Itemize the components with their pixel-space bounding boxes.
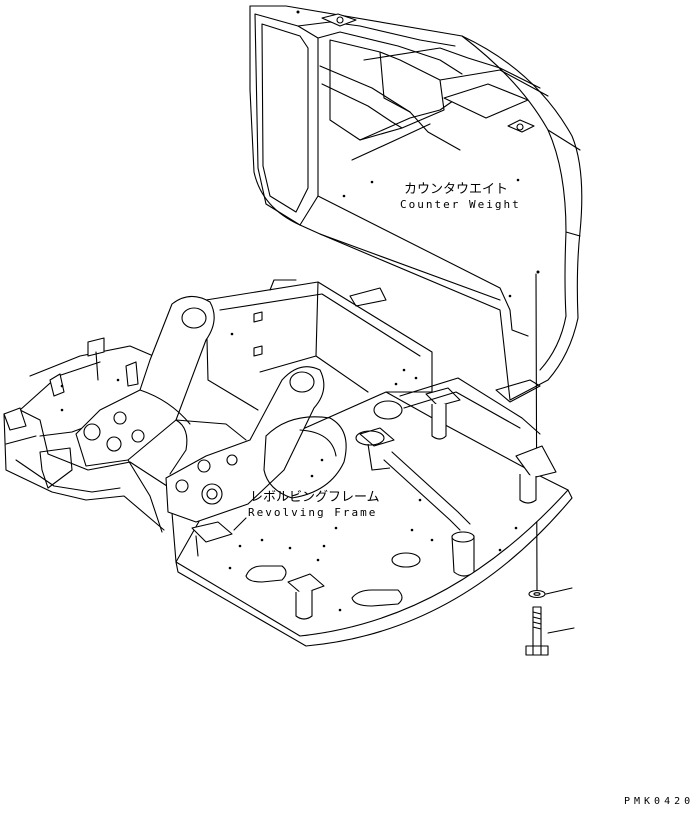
frame-label-jp: レボルビングフレーム <box>250 490 380 505</box>
support-post-6 <box>191 521 233 543</box>
bolt-assembly <box>525 273 575 656</box>
support-post-5 <box>287 573 325 595</box>
washer-leader <box>545 587 573 595</box>
bolt-head <box>525 645 549 656</box>
frame-label-en: Revolving Frame <box>248 506 378 519</box>
counterweight-top-pad <box>443 83 529 119</box>
support-post-2 <box>359 427 395 447</box>
washer <box>528 589 546 599</box>
support-post-3 <box>515 445 557 479</box>
frame-leader <box>233 517 247 531</box>
deck-slot-2 <box>245 565 287 583</box>
bolt-leader <box>547 627 575 634</box>
counterweight-drawing <box>249 5 583 403</box>
drawing-code: PMK0420 <box>624 796 695 807</box>
boom-bracket-right <box>165 366 325 523</box>
boom-bracket-left <box>75 295 215 467</box>
counterweight-label-jp: カウンタウエイト <box>404 182 509 197</box>
counterweight-label-en: Counter Weight <box>400 198 521 211</box>
deck-slot-1 <box>351 589 403 607</box>
support-post-1 <box>425 387 461 407</box>
revolving-frame-drawing <box>3 279 573 647</box>
swing-circle-opening <box>263 416 347 499</box>
